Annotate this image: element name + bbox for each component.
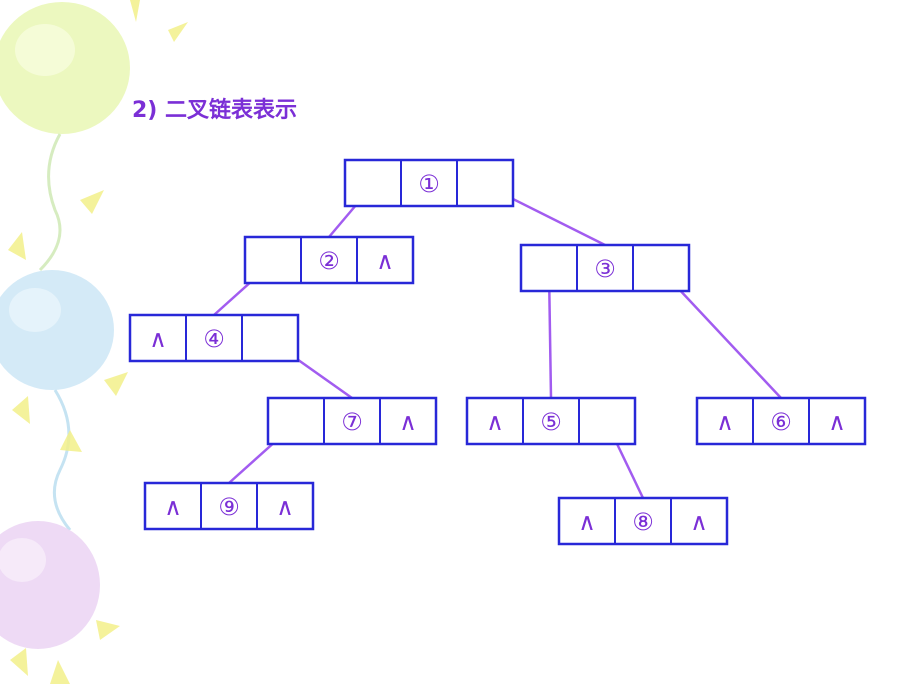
slide-title: 2) 二叉链表表示 — [132, 98, 298, 123]
left-pointer: ∧ — [486, 408, 504, 436]
node-n3: ③ — [519, 243, 691, 293]
node-box — [143, 481, 315, 531]
right-pointer: ∧ — [690, 508, 708, 536]
node-label: ① — [418, 170, 440, 198]
node-n8: ∧ ⑧ ∧ — [557, 496, 729, 546]
node-n2: ②∧ — [243, 235, 415, 285]
node-label: ② — [318, 247, 340, 275]
node-box — [243, 235, 415, 285]
node-n9: ∧ ⑨ ∧ — [143, 481, 315, 531]
node-box — [128, 313, 300, 363]
right-pointer: ∧ — [376, 247, 394, 275]
right-pointer: ∧ — [399, 408, 417, 436]
left-pointer: ∧ — [578, 508, 596, 536]
right-pointer: ∧ — [828, 408, 846, 436]
node-label: ⑥ — [770, 408, 792, 436]
node-label: ③ — [594, 255, 616, 283]
node-label: ⑤ — [540, 408, 562, 436]
node-box — [465, 396, 637, 446]
node-box — [343, 158, 515, 208]
node-layer: ①②∧③∧④⑦∧∧⑤∧⑥∧∧⑨∧∧⑧∧ — [128, 158, 867, 546]
node-label: ⑨ — [218, 493, 240, 521]
node-label: ④ — [203, 325, 225, 353]
node-box — [266, 396, 438, 446]
node-box — [557, 496, 729, 546]
node-label: ⑧ — [632, 508, 654, 536]
node-n7: ⑦∧ — [266, 396, 438, 446]
left-pointer: ∧ — [149, 325, 167, 353]
left-pointer: ∧ — [164, 493, 182, 521]
node-box — [695, 396, 867, 446]
node-n6: ∧ ⑥ ∧ — [695, 396, 867, 446]
right-pointer: ∧ — [276, 493, 294, 521]
node-box — [519, 243, 691, 293]
node-n1: ① — [343, 158, 515, 208]
node-label: ⑦ — [341, 408, 363, 436]
node-n5: ∧⑤ — [465, 396, 637, 446]
left-pointer: ∧ — [716, 408, 734, 436]
node-n4: ∧④ — [128, 313, 300, 363]
